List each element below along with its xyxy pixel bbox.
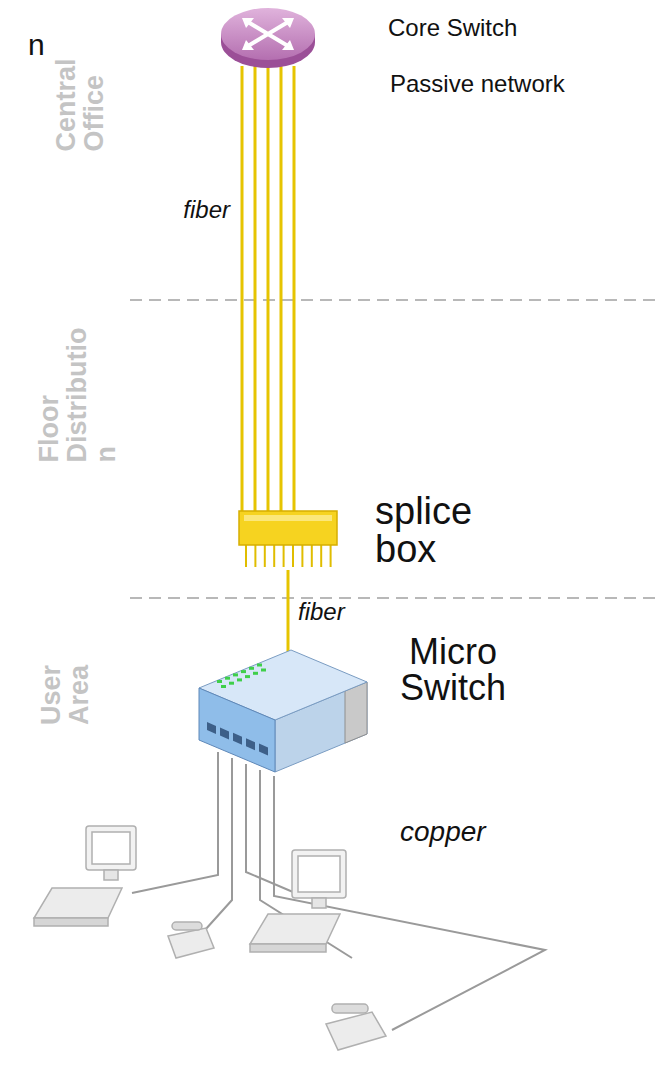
core-switch: Core Switch	[218, 4, 318, 70]
micro-switch: Micro Switch	[195, 642, 375, 774]
zone-label: Floor Distributio n	[35, 328, 120, 463]
zone-label: User Area	[37, 665, 94, 725]
phone-icon	[168, 922, 214, 958]
text-label: copper	[400, 818, 486, 846]
micro-switch-icon	[195, 642, 375, 774]
edge-label: fiber	[296, 600, 347, 624]
node-label: splice box	[375, 492, 472, 568]
text-label: n	[28, 30, 45, 60]
zone-divider	[130, 299, 659, 301]
copper-wires	[132, 752, 545, 1030]
splice-box: splice box	[238, 510, 338, 568]
edge-label: fiber	[181, 198, 232, 222]
computer-icon	[34, 826, 136, 926]
computer-icon	[250, 850, 346, 952]
splice-box-icon	[238, 510, 338, 568]
fiber-link	[242, 66, 294, 512]
core-switch-icon	[218, 4, 318, 70]
zone-divider	[130, 597, 659, 599]
text-label: Passive network	[390, 72, 565, 96]
phone-icon	[326, 1004, 386, 1050]
zone-label: Central Office	[52, 58, 109, 151]
node-label: Micro Switch	[400, 634, 506, 706]
node-label: Core Switch	[388, 16, 517, 40]
